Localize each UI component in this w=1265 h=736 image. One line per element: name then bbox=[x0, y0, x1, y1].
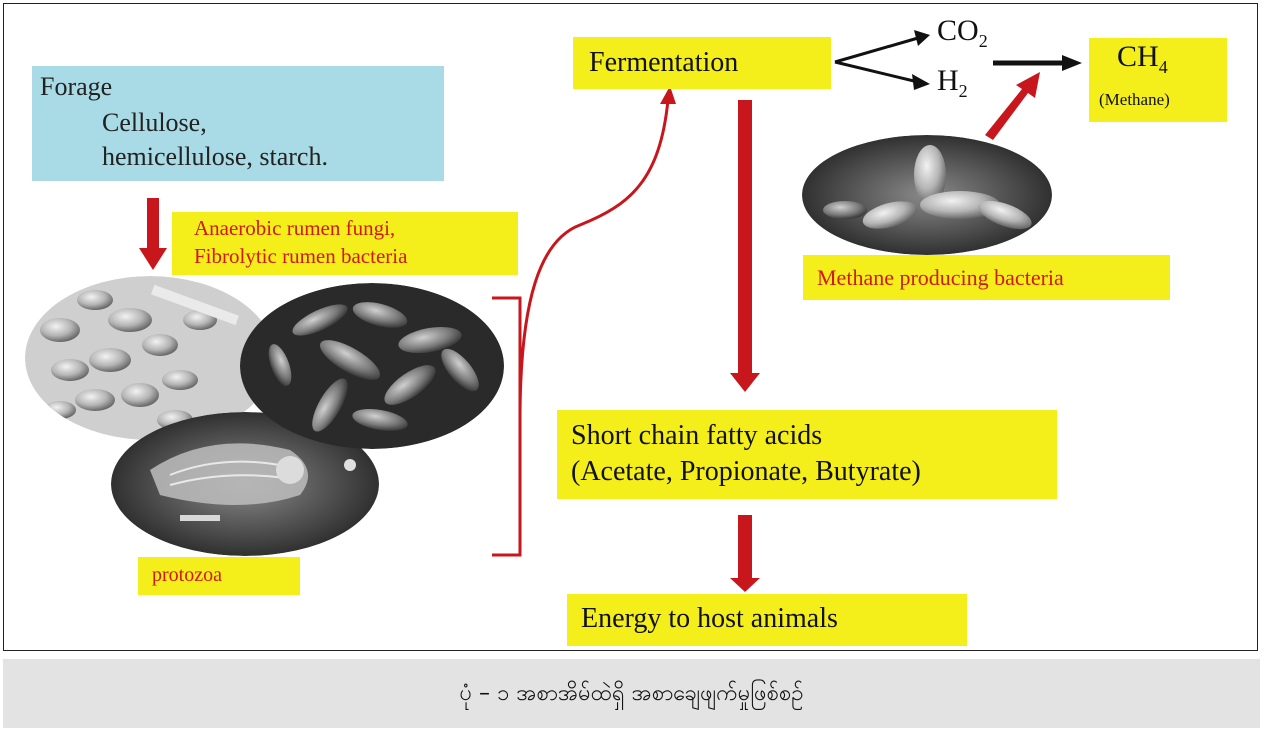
co2-sub: 2 bbox=[978, 31, 988, 51]
forage-title: Forage bbox=[40, 72, 113, 101]
scfa-box: Short chain fatty acids (Acetate, Propio… bbox=[557, 410, 1057, 499]
forage-box: Forage Cellulose, hemicellulose, starch. bbox=[32, 66, 444, 181]
ch4-base: CH bbox=[1117, 40, 1159, 73]
forage-cellulose: Cellulose, bbox=[102, 108, 207, 137]
rumen-fungi-micrograph bbox=[240, 283, 504, 449]
figure-caption: ပုံ – ၁ အစာအိမ်ထဲရှိ အစာချေဖျက်မှုဖြစ်စဉ… bbox=[459, 681, 804, 706]
energy-label: Energy to host animals bbox=[581, 603, 838, 634]
ch4-label: CH4 bbox=[1117, 40, 1168, 78]
methane-note: (Methane) bbox=[1099, 90, 1170, 109]
ch4-sub: 4 bbox=[1158, 57, 1168, 77]
protozoa-label: protozoa bbox=[152, 564, 222, 586]
forage-hemicellulose-starch: hemicellulose, starch. bbox=[102, 142, 328, 171]
methane-bacteria-micrograph bbox=[802, 135, 1052, 255]
microbes-line1: Anaerobic rumen fungi, bbox=[194, 216, 396, 240]
co2-base: CO bbox=[937, 14, 979, 47]
co2-label: CO2 bbox=[937, 14, 988, 52]
ch4-box: CH4 (Methane) bbox=[1089, 38, 1227, 122]
scfa-line1: Short chain fatty acids bbox=[571, 420, 823, 451]
scfa-line2: (Acetate, Propionate, Butyrate) bbox=[571, 456, 921, 487]
fermentation-box: Fermentation bbox=[573, 37, 831, 89]
fermentation-label: Fermentation bbox=[589, 47, 739, 78]
h2-sub: 2 bbox=[958, 81, 968, 101]
methane-bacteria-box: Methane producing bacteria bbox=[803, 255, 1170, 300]
protozoa-micrograph bbox=[111, 412, 379, 556]
figure-caption-bar: ပုံ – ၁ အစာအိမ်ထဲရှိ အစာချေဖျက်မှုဖြစ်စဉ… bbox=[3, 659, 1260, 728]
rumen-bacteria-micrograph bbox=[25, 276, 275, 440]
protozoa-label-box: protozoa bbox=[138, 557, 300, 595]
h2-base: H bbox=[937, 64, 959, 97]
methane-bacteria-label: Methane producing bacteria bbox=[817, 265, 1064, 290]
microbes-line2: Fibrolytic rumen bacteria bbox=[194, 244, 408, 268]
microbes-label-box: Anaerobic rumen fungi, Fibrolytic rumen … bbox=[172, 212, 518, 275]
h2-label: H2 bbox=[937, 64, 968, 102]
energy-box: Energy to host animals bbox=[567, 594, 967, 646]
